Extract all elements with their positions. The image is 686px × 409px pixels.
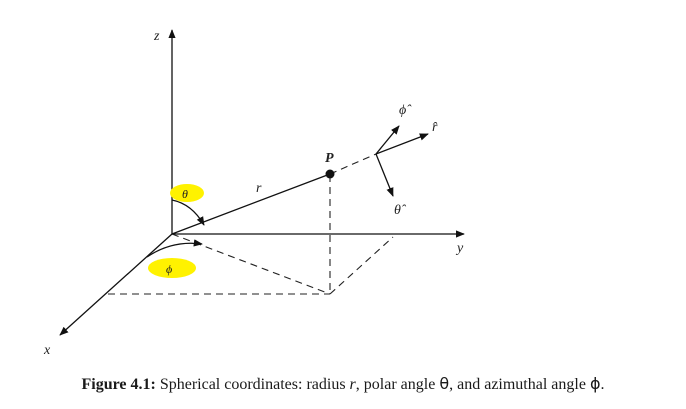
z-axis-label: z [153, 29, 160, 44]
radial-extension-line [329, 153, 377, 175]
theta-hat-vector [375, 153, 394, 197]
r-hat-vector [375, 133, 429, 155]
theta-hat-label: θ̂ [394, 203, 407, 218]
caption-r: r [349, 376, 356, 393]
theta-arc [171, 199, 205, 226]
figure-caption: Figure 4.1: Spherical coordinates: radiu… [0, 374, 686, 394]
theta-label: θ [182, 187, 188, 201]
caption-text-a: Spherical coordinates: radius [155, 376, 350, 393]
caption-text-c: , and azimuthal angle [449, 376, 590, 393]
phi-hat-label: ϕ̂ [399, 103, 412, 118]
phi-label: ϕ [166, 262, 172, 276]
r-hat-label: r̂ [432, 120, 438, 135]
radius-line [171, 173, 331, 235]
phi-highlight [148, 258, 196, 278]
y-parallel-line [329, 236, 394, 295]
x-axis-label: x [43, 343, 51, 358]
phi-hat-vector [375, 125, 400, 155]
point-p-label: P [325, 151, 334, 166]
radius-label: r [256, 181, 262, 196]
y-axis-label: y [455, 241, 464, 256]
caption-theta: θ [439, 374, 450, 393]
phi-arc [146, 239, 203, 258]
caption-text-b: , polar angle [355, 376, 440, 393]
theta-highlight [170, 184, 204, 202]
caption-figure-label: Figure 4.1: [81, 376, 156, 393]
point-p [325, 169, 335, 179]
caption-text-d: . [600, 376, 605, 393]
caption-phi: ϕ [589, 374, 601, 393]
x-axis [59, 233, 173, 336]
